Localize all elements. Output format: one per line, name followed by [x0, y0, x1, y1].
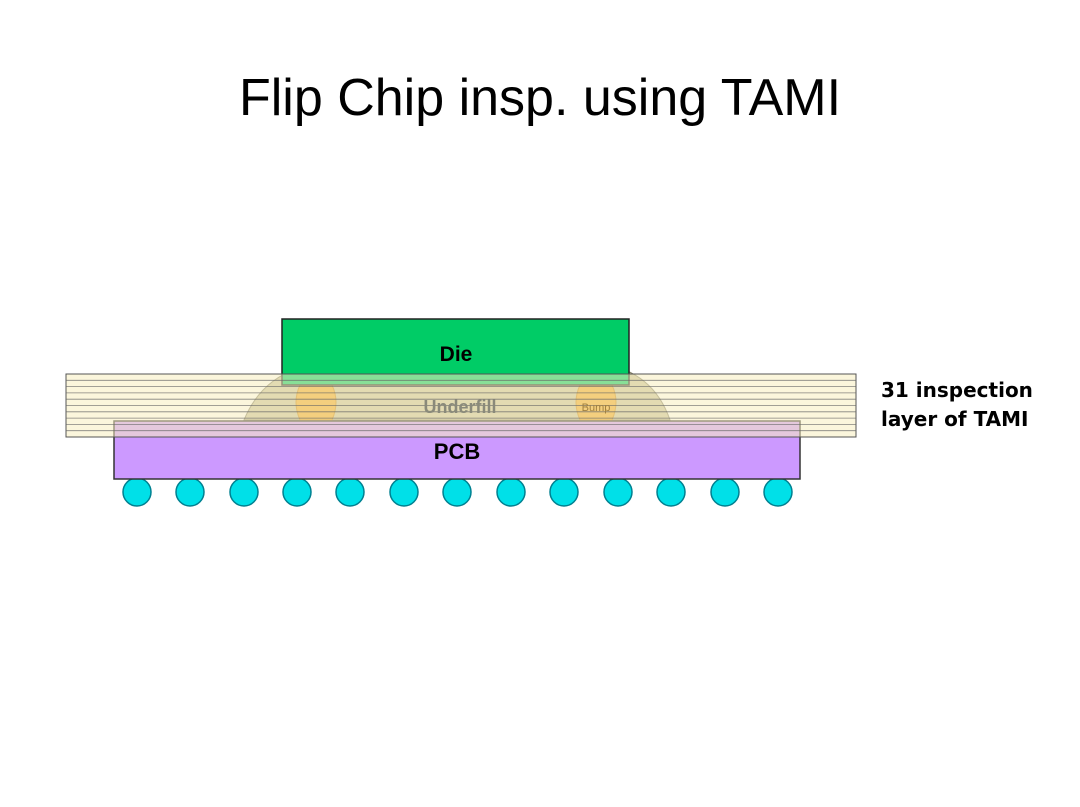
solder-ball [496, 477, 526, 507]
solder-ball-row [122, 477, 793, 507]
slide-title: Flip Chip insp. using TAMI [238, 69, 842, 127]
solder-ball [603, 477, 633, 507]
solder-ball [229, 477, 259, 507]
die-label: Die [440, 343, 473, 366]
annotation-line-2: layer of TAMI [881, 407, 1029, 431]
solder-ball [335, 477, 365, 507]
solder-ball [763, 477, 793, 507]
solder-ball [389, 477, 419, 507]
inspection-layer-annotation: 31 inspection layer of TAMI [881, 376, 1033, 434]
solder-ball [710, 477, 740, 507]
solder-ball [656, 477, 686, 507]
inspection-layer-band [65, 373, 857, 438]
solder-ball [175, 477, 205, 507]
solder-ball [549, 477, 579, 507]
underfill-label: Underfill [423, 397, 496, 417]
solder-ball [122, 477, 152, 507]
solder-ball [282, 477, 312, 507]
annotation-line-1: 31 inspection [881, 378, 1033, 402]
bump-label: Bump [582, 402, 611, 414]
pcb-label: PCB [434, 439, 480, 464]
solder-ball [442, 477, 472, 507]
